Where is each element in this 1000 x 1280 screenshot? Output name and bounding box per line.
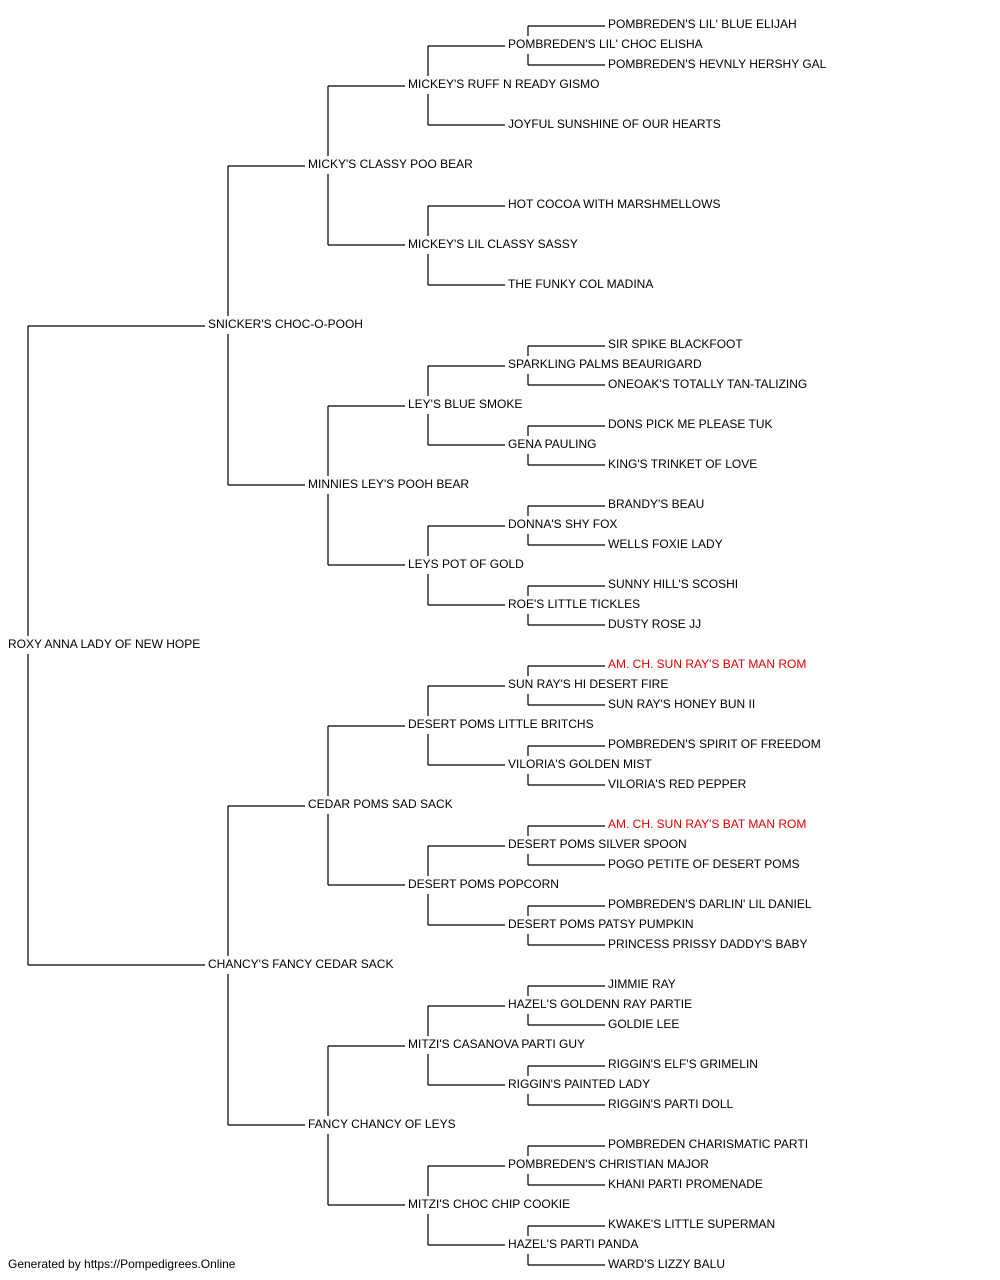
ancestor-name: CHANCY'S FANCY CEDAR SACK <box>208 957 394 971</box>
ancestor-name: ONEOAK'S TOTALLY TAN-TALIZING <box>608 377 808 391</box>
ancestor-name: MICKEY'S RUFF N READY GISMO <box>408 77 600 91</box>
ancestor-name: JOYFUL SUNSHINE OF OUR HEARTS <box>508 117 721 131</box>
ancestor-name: PRINCESS PRISSY DADDY'S BABY <box>608 937 808 951</box>
ancestor-name: SUN RAY'S HONEY BUN II <box>608 697 756 711</box>
ancestor-name: DESERT POMS SILVER SPOON <box>508 837 687 851</box>
ancestor-name: POMBREDEN CHARISMATIC PARTI <box>608 1137 809 1151</box>
ancestor-name: DESERT POMS PATSY PUMPKIN <box>508 917 694 931</box>
ancestor-name: SNICKER'S CHOC-O-POOH <box>208 317 363 331</box>
ancestor-name: AM. CH. SUN RAY'S BAT MAN ROM <box>608 657 807 671</box>
ancestor-name: WELLS FOXIE LADY <box>608 537 723 551</box>
ancestor-name: ROE'S LITTLE TICKLES <box>508 597 641 611</box>
ancestor-name: AM. CH. SUN RAY'S BAT MAN ROM <box>608 817 807 831</box>
ancestor-name: LEY'S BLUE SMOKE <box>408 397 523 411</box>
ancestor-name: LEYS POT OF GOLD <box>408 557 524 571</box>
ancestor-name: HAZEL'S GOLDENN RAY PARTIE <box>508 997 693 1011</box>
ancestor-name: VILORIA'S GOLDEN MIST <box>508 757 652 771</box>
ancestor-name: GOLDIE LEE <box>608 1017 680 1031</box>
ancestor-name: RIGGIN'S PARTI DOLL <box>608 1097 734 1111</box>
ancestor-name: DONNA'S SHY FOX <box>508 517 618 531</box>
ancestor-name: MICKEY'S LIL CLASSY SASSY <box>408 237 578 251</box>
ancestor-name: SPARKLING PALMS BEAURIGARD <box>508 357 702 371</box>
ancestor-name: DESERT POMS POPCORN <box>408 877 559 891</box>
ancestor-name: POMBREDEN'S LIL' CHOC ELISHA <box>508 37 703 51</box>
ancestor-name: POMBREDEN'S CHRISTIAN MAJOR <box>508 1157 709 1171</box>
ancestor-name: BRANDY'S BEAU <box>608 497 705 511</box>
subject-dog-name: ROXY ANNA LADY OF NEW HOPE <box>8 637 201 651</box>
ancestor-name: MITZI'S CHOC CHIP COOKIE <box>408 1197 571 1211</box>
ancestor-name: DESERT POMS LITTLE BRITCHS <box>408 717 594 731</box>
ancestor-name: VILORIA'S RED PEPPER <box>608 777 747 791</box>
ancestor-name: POGO PETITE OF DESERT POMS <box>608 857 800 871</box>
ancestor-name: DONS PICK ME PLEASE TUK <box>608 417 773 431</box>
ancestor-name: SIR SPIKE BLACKFOOT <box>608 337 743 351</box>
ancestor-name: HOT COCOA WITH MARSHMELLOWS <box>508 197 721 211</box>
ancestor-name: SUNNY HILL'S SCOSHI <box>608 577 739 591</box>
ancestor-name: KHANI PARTI PROMENADE <box>608 1177 763 1191</box>
ancestor-name: POMBREDEN'S SPIRIT OF FREEDOM <box>608 737 821 751</box>
ancestor-name: JIMMIE RAY <box>608 977 676 991</box>
ancestor-name: POMBREDEN'S DARLIN' LIL DANIEL <box>608 897 812 911</box>
footer-credit: Generated by https://Pompedigrees.Online <box>8 1257 236 1271</box>
ancestor-name: MINNIES LEY'S POOH BEAR <box>308 477 469 491</box>
ancestor-name: GENA PAULING <box>508 437 597 451</box>
ancestor-name: MITZI'S CASANOVA PARTI GUY <box>408 1037 585 1051</box>
ancestor-name: FANCY CHANCY OF LEYS <box>308 1117 456 1131</box>
ancestor-name: HAZEL'S PARTI PANDA <box>508 1237 639 1251</box>
ancestor-name: RIGGIN'S PAINTED LADY <box>508 1077 651 1091</box>
ancestor-name: RIGGIN'S ELF'S GRIMELIN <box>608 1057 758 1071</box>
ancestor-name: MICKY'S CLASSY POO BEAR <box>308 157 473 171</box>
ancestor-name: KWAKE'S LITTLE SUPERMAN <box>608 1217 776 1231</box>
ancestor-name: DUSTY ROSE JJ <box>608 617 702 631</box>
ancestor-name: POMBREDEN'S LIL' BLUE ELIJAH <box>608 17 797 31</box>
ancestor-name: KING'S TRINKET OF LOVE <box>608 457 758 471</box>
ancestor-name: WARD'S LIZZY BALU <box>608 1257 725 1271</box>
ancestor-name: POMBREDEN'S HEVNLY HERSHY GAL <box>608 57 827 71</box>
ancestor-name: SUN RAY'S HI DESERT FIRE <box>508 677 669 691</box>
ancestor-name: THE FUNKY COL MADINA <box>508 277 654 291</box>
ancestor-name: CEDAR POMS SAD SACK <box>308 797 453 811</box>
